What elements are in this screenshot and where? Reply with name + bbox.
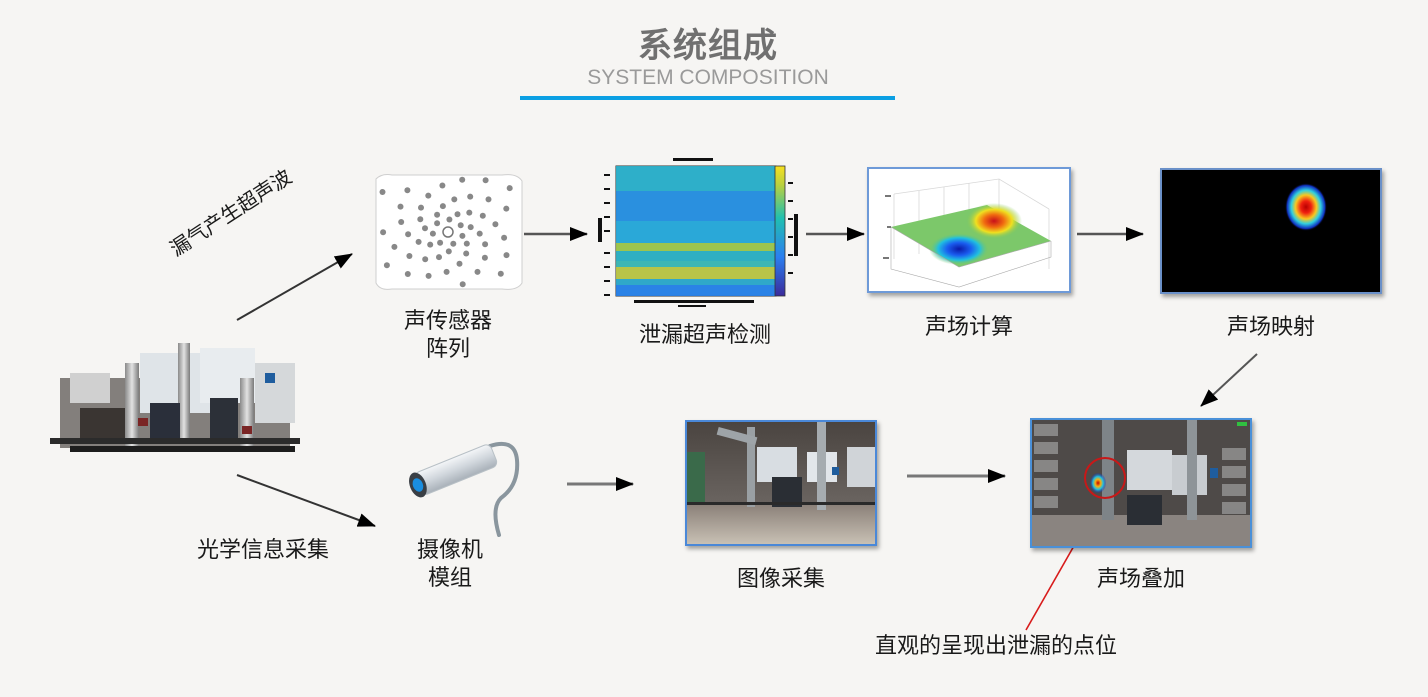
camera-label-line1: 摄像机 [416, 538, 483, 563]
sensor-dot [467, 224, 474, 231]
sensor-dot [434, 211, 441, 218]
sensor-dot [405, 231, 412, 238]
sensor-dot [482, 241, 489, 248]
microphone-array-icon [375, 174, 523, 290]
sensor-dot [463, 240, 470, 247]
title-underline [520, 96, 895, 100]
page-title: 系统组成 [638, 26, 778, 66]
sensor-dot [439, 203, 446, 210]
sensor-dot [406, 253, 413, 259]
spectrogram-band [616, 267, 776, 279]
field-mapping-label: 声场映射 [1226, 315, 1315, 340]
spectrogram-band [616, 251, 776, 261]
sensor-dot [417, 216, 424, 223]
spectrogram-band [616, 166, 776, 191]
spectrogram-icon [598, 158, 798, 307]
sensor-array-node [372, 173, 524, 291]
sensor-dot [391, 243, 398, 250]
arrow-source-to-camera [236, 474, 376, 527]
image-capture-label: 图像采集 [736, 567, 825, 592]
sensor-array-label-line2: 阵列 [425, 337, 470, 362]
field-overlay-label: 声场叠加 [1096, 567, 1185, 592]
sensor-dot [466, 209, 473, 216]
camera-icon [409, 441, 520, 537]
industrial-equipment-icon [50, 343, 300, 452]
sensor-dot [497, 270, 504, 277]
sensor-dot [422, 256, 429, 263]
sensor-dot [436, 254, 442, 261]
sensor-dot [503, 205, 510, 212]
surface-plot-icon [883, 178, 1052, 288]
sensor-dot [429, 230, 436, 237]
sensor-dot [463, 250, 470, 257]
spectrogram-band [616, 243, 776, 251]
sensor-dot [451, 196, 458, 203]
sensor-dot [446, 216, 453, 223]
spectrogram-band [616, 191, 776, 221]
field-overlay-node [1030, 418, 1252, 548]
ultrasound-edge-label: 漏气产生超声波 [165, 164, 297, 261]
field-mapping-node [1160, 168, 1382, 294]
sensor-dot [459, 281, 466, 288]
sensor-dot [383, 262, 390, 269]
sensor-dot [404, 271, 411, 277]
image-capture-node [685, 420, 877, 546]
spectrogram-band [616, 285, 776, 296]
sensor-dot [476, 230, 483, 237]
factory-photo-icon [687, 422, 875, 544]
sensor-dot [503, 252, 510, 259]
sensor-dot [439, 182, 446, 189]
sensor-dot [501, 234, 508, 241]
sensor-dot [506, 185, 513, 192]
sensor-dot [434, 220, 441, 227]
sensor-dot [485, 196, 492, 203]
field-calc-node [867, 167, 1071, 293]
sensor-dot [467, 193, 474, 200]
sensor-dot [443, 268, 450, 275]
sensor-dot [425, 192, 432, 199]
sensor-dot [425, 272, 432, 279]
sensor-dot [404, 187, 411, 194]
sensor-dot [481, 254, 488, 261]
leak-detection-node [598, 158, 803, 308]
sensor-dot [415, 238, 422, 245]
page-subtitle: SYSTEM COMPOSITION [587, 66, 829, 89]
leak-detection-label: 泄漏超声检测 [638, 323, 771, 348]
camera-node [395, 440, 535, 540]
field-calc-label: 声场计算 [924, 315, 1013, 340]
optical-edge-label: 光学信息采集 [197, 538, 330, 563]
arrow-source-to-sensor [236, 253, 353, 321]
camera-label-line2: 模组 [427, 566, 472, 591]
spectrogram-band [616, 279, 776, 285]
sensor-dot [380, 229, 387, 236]
sensor-dot [450, 240, 457, 247]
sensor-dot [397, 203, 404, 210]
sensor-dot [459, 232, 466, 239]
spectrogram-band [616, 221, 776, 243]
sensor-dot [422, 225, 428, 232]
sensor-dot [437, 239, 444, 246]
sensor-dot [427, 241, 434, 248]
source-equipment-image [50, 338, 300, 462]
sensor-dot [482, 177, 489, 184]
sensor-array-label-line1: 声传感器 [403, 309, 492, 334]
sensor-dot [379, 189, 386, 195]
sensor-dot [492, 221, 499, 228]
leak-location-annotation: 直观的呈现出泄漏的点位 [875, 634, 1118, 659]
sensor-dot [479, 212, 486, 219]
sensor-dot [459, 176, 466, 183]
sensor-dot [418, 204, 424, 211]
sensor-dot [457, 222, 464, 229]
sensor-dot [454, 211, 461, 218]
sensor-dot [445, 248, 452, 255]
overlay-photo-icon [1032, 420, 1250, 546]
sensor-dot [456, 260, 463, 267]
arrow-mapping-to-overlay [1200, 353, 1258, 407]
sensor-dot [398, 219, 405, 225]
spectrogram-band [616, 261, 776, 267]
sensor-dot [474, 268, 481, 275]
heatmap-blob-icon [1285, 183, 1327, 231]
